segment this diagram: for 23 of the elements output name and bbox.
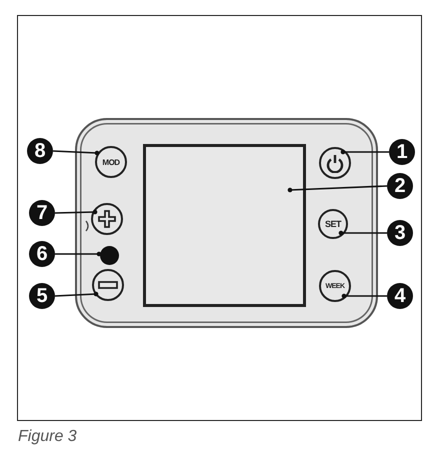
round-button: SET (318, 209, 348, 239)
callout-number: 1 (389, 139, 415, 165)
leader-line (288, 185, 388, 192)
indicator-light (100, 246, 119, 265)
round-button (91, 203, 123, 235)
callout-number: 2 (387, 173, 413, 199)
round-button: MOD (95, 146, 127, 178)
leader-line (338, 230, 387, 236)
round-button (319, 147, 351, 179)
callout-number: 5 (29, 283, 55, 309)
control-panel (75, 118, 378, 328)
leader-line (54, 292, 98, 297)
callout-number: 7 (29, 200, 55, 226)
callout-number: 8 (27, 138, 53, 164)
callout-number: 4 (387, 283, 413, 309)
leader-line (52, 150, 100, 156)
round-button (92, 269, 124, 301)
figure-caption: Figure 3 (18, 428, 77, 446)
callout-number: 3 (387, 220, 413, 246)
callout-number: 6 (29, 241, 55, 267)
display-screen (143, 144, 306, 307)
leader-line (55, 252, 102, 256)
leader-line (54, 210, 98, 214)
